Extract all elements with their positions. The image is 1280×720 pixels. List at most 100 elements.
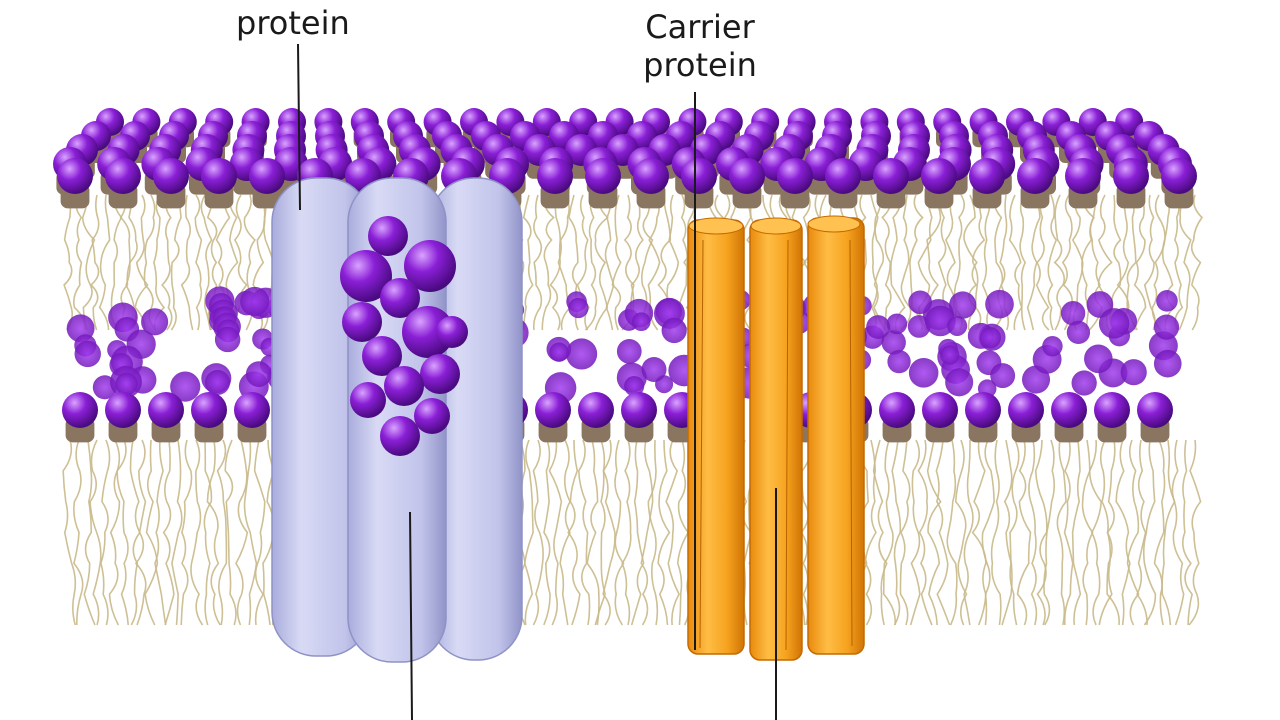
cargo-molecule-icon: [436, 316, 468, 348]
lipid-tail: [224, 439, 237, 626]
core-lipid-icon: [1153, 314, 1180, 340]
lipid-tail: [89, 194, 100, 331]
phospholipid-head-icon: [535, 392, 571, 428]
lipid-tail: [162, 439, 175, 626]
core-lipid-icon: [170, 371, 201, 402]
phospholipid-head-icon: [729, 158, 765, 194]
lipid-tail: [873, 194, 886, 331]
lipid-tail: [81, 194, 96, 331]
phospholipid-head-icon: [234, 392, 270, 428]
lipid-tail: [1190, 194, 1204, 331]
core-lipid-icon: [631, 312, 651, 332]
lipid-tail: [1063, 439, 1074, 626]
core-lipid-icon: [990, 363, 1016, 389]
lipid-tail: [1088, 439, 1102, 626]
core-lipid-icon: [616, 339, 642, 364]
cargo-molecule-icon: [350, 382, 386, 418]
lipid-tail: [890, 194, 906, 331]
lipid-tail: [1071, 439, 1082, 626]
phospholipid-head-icon: [965, 392, 1001, 428]
carrier-protein: [687, 215, 865, 661]
phospholipid-head-icon: [922, 392, 958, 428]
lipid-tail: [657, 439, 671, 626]
lipid-tail: [548, 439, 563, 626]
phospholipid-head-icon: [105, 158, 141, 194]
lipid-tail: [108, 439, 121, 626]
lipid-tail: [1173, 194, 1184, 331]
lipid-tail: [1106, 439, 1120, 626]
lipid-tail: [532, 439, 544, 626]
lipid-tail: [73, 194, 87, 331]
lipid-tail: [946, 439, 958, 626]
carrier-label-line2: protein: [643, 46, 757, 84]
carrier-seam-3: [849, 239, 853, 647]
core-lipid-icon: [115, 372, 138, 396]
core-lipid-icon: [949, 291, 977, 319]
lipid-tail: [154, 439, 167, 626]
carrier-cap-2: [750, 217, 802, 235]
carrier-cap-3: [807, 215, 861, 233]
lipid-tail: [532, 194, 543, 331]
core-lipid-icon: [1066, 320, 1091, 345]
phospholipid-head-icon: [879, 392, 915, 428]
phospholipid-head-icon: [537, 158, 573, 194]
lipid-tail: [990, 439, 1002, 626]
phospholipid-head-icon: [148, 392, 184, 428]
core-lipid-icon: [908, 358, 939, 388]
core-lipid-icon: [1060, 301, 1086, 326]
core-lipid-icon: [240, 286, 270, 317]
core-lipid-icon: [549, 342, 569, 362]
lipid-tail: [235, 439, 249, 626]
lipid-tail: [243, 439, 258, 626]
lipid-tail: [1182, 439, 1193, 626]
protein-label: protein: [236, 4, 350, 42]
lipid-tail: [541, 194, 555, 331]
core-lipid-icon: [945, 368, 974, 397]
lipid-tail: [171, 439, 183, 626]
lipid-tail: [881, 194, 892, 331]
lower-leaflet-tails: [62, 439, 1202, 626]
carrier-seam-2: [785, 239, 789, 651]
lipid-tail: [62, 439, 77, 626]
core-lipid-icon: [624, 376, 645, 397]
cargo-molecule-icon: [342, 302, 382, 342]
lipid-tail: [83, 439, 96, 626]
phospholipid-head-icon: [681, 158, 717, 194]
lipid-tail: [1043, 439, 1055, 626]
lipid-tail: [1161, 439, 1176, 626]
lipid-tail: [1053, 194, 1066, 331]
lipid-tail: [870, 194, 879, 331]
phospholipid-head-icon: [969, 158, 1005, 194]
lipid-tail: [543, 439, 551, 626]
core-lipid-icon: [1042, 336, 1063, 357]
core-lipid-icon: [74, 340, 101, 368]
phospholipid-head-icon: [201, 158, 237, 194]
lipid-tail: [100, 439, 111, 626]
lipid-tail: [683, 194, 697, 331]
protein-leader-line: [297, 43, 301, 211]
lipid-tail: [1056, 439, 1067, 626]
lipid-tail: [89, 439, 102, 626]
lipid-tail: [1188, 439, 1202, 626]
core-lipid-icon: [1153, 349, 1182, 378]
lipid-tail: [143, 194, 157, 331]
lipid-tail: [194, 194, 203, 331]
lipid-tail: [567, 439, 581, 626]
lower-leaflet-heads: [62, 392, 1173, 443]
lipid-tail: [200, 194, 213, 331]
lipid-tail: [971, 439, 987, 626]
phospholipid-head-icon: [633, 158, 669, 194]
lipid-tail: [981, 439, 995, 626]
lipid-tail: [206, 439, 221, 626]
lipid-tail: [621, 439, 632, 626]
lipid-tail: [882, 439, 897, 626]
core-lipid-icon: [908, 290, 932, 315]
core-lipid-icon: [204, 369, 231, 395]
phospholipid-head-icon: [249, 158, 285, 194]
core-lipid-icon: [1098, 308, 1130, 339]
lipid-tail: [1028, 439, 1038, 626]
lipid-tail: [1016, 439, 1032, 626]
core-lipid-icon: [641, 356, 667, 382]
lipid-tail: [1178, 194, 1192, 331]
lipid-tail: [614, 439, 625, 626]
